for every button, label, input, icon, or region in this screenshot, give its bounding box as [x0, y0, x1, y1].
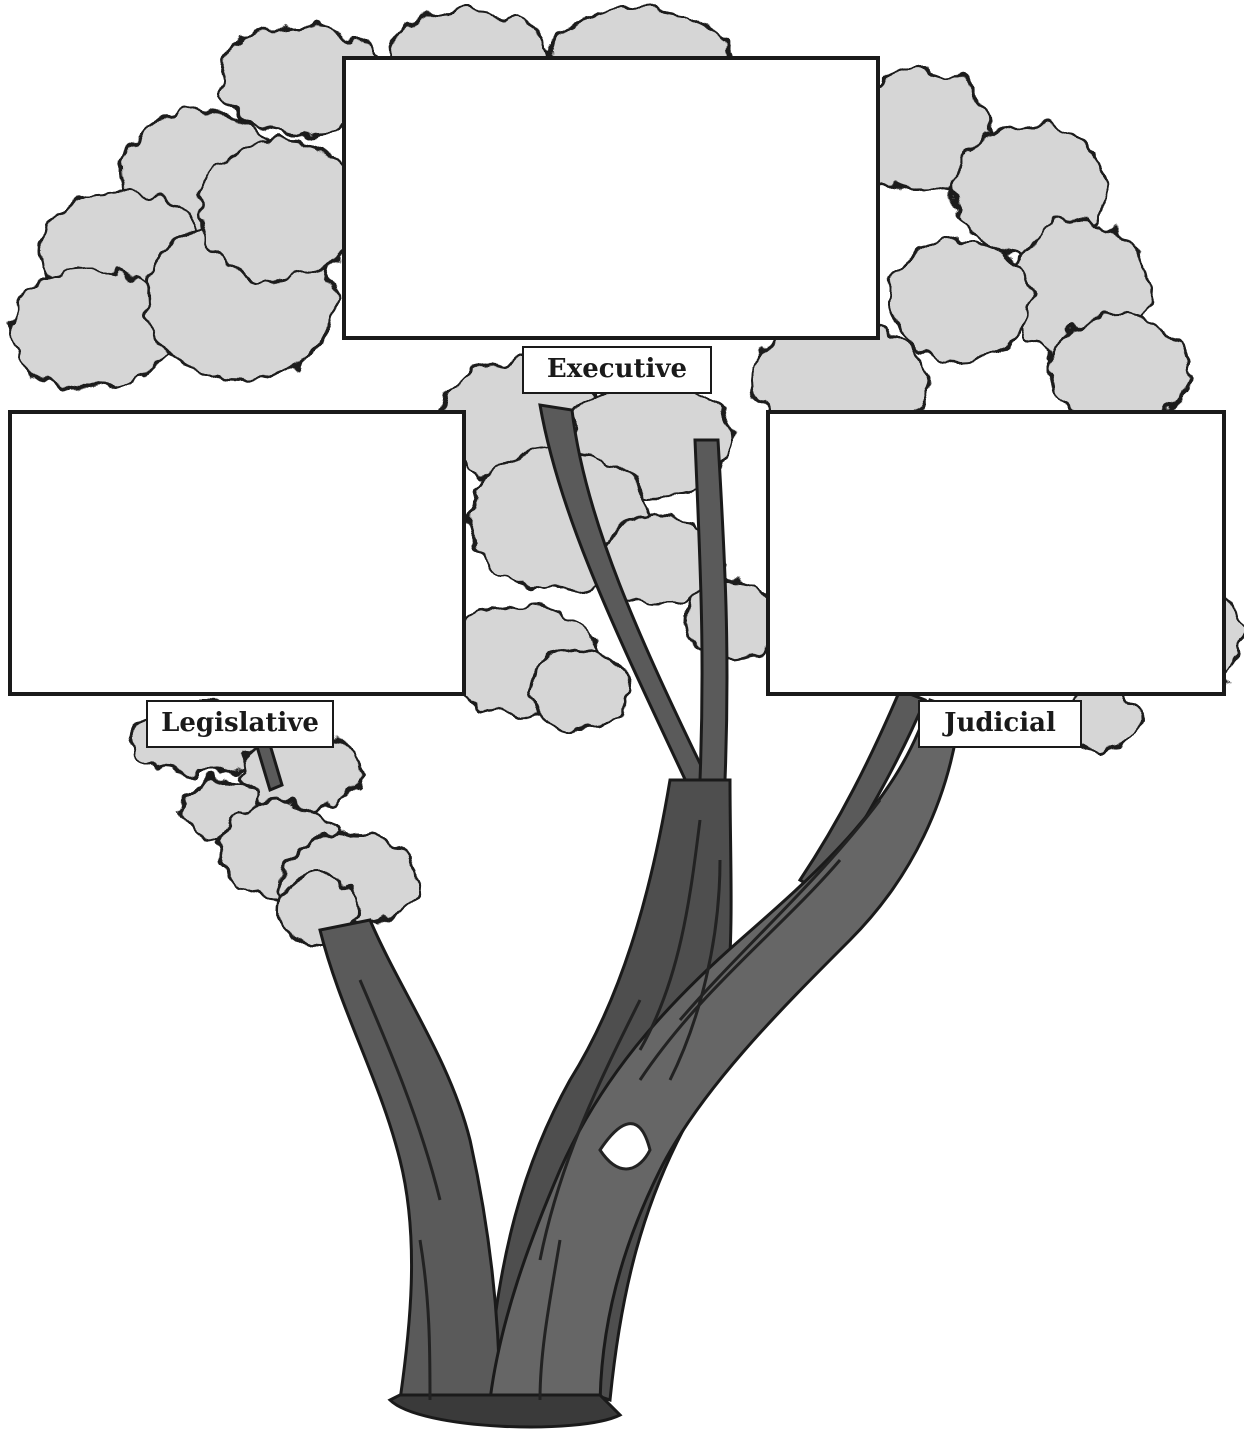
legislative-answer-box[interactable] [8, 410, 466, 696]
executive-answer-box[interactable] [342, 56, 880, 340]
legislative-label: Legislative [146, 700, 334, 748]
tree-canopy [8, 8, 1242, 947]
executive-label: Executive [522, 346, 712, 394]
tree-trunk [253, 403, 962, 1429]
judicial-answer-box[interactable] [766, 410, 1226, 696]
judicial-label: Judicial [918, 700, 1082, 748]
